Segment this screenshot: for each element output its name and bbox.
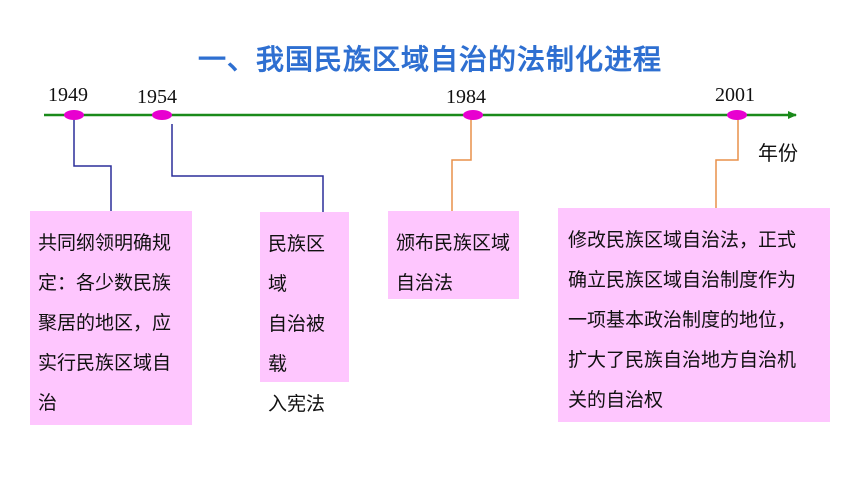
year-label-1984: 1984 bbox=[446, 86, 486, 108]
connector-1984 bbox=[451, 118, 472, 211]
marker-2001 bbox=[727, 110, 747, 120]
event-text-1949: 共同纲领明确规 定：各少数民族 聚居的地区，应 实行民族区域自 治 bbox=[38, 232, 172, 414]
year-label-1954: 1954 bbox=[137, 86, 177, 108]
event-text-1954: 民族区域 自治被载 入宪法 bbox=[268, 233, 326, 415]
event-text-1984: 颁布民族区域 自治法 bbox=[396, 232, 511, 294]
marker-1984 bbox=[463, 110, 483, 120]
marker-1954 bbox=[152, 110, 172, 120]
event-box-2001: 修改民族区域自治法，正式 确立民族区域自治制度作为 一项基本政治制度的地位， 扩… bbox=[558, 208, 830, 422]
connector-1954 bbox=[171, 124, 324, 212]
year-label-1949: 1949 bbox=[48, 84, 88, 106]
axis-label: 年份 bbox=[758, 141, 798, 165]
event-box-1954: 民族区域 自治被载 入宪法 bbox=[260, 212, 349, 415]
event-box-1984: 颁布民族区域 自治法 bbox=[388, 211, 519, 299]
event-text-2001: 修改民族区域自治法，正式 确立民族区域自治制度作为 一项基本政治制度的地位， 扩… bbox=[568, 229, 797, 411]
marker-1949 bbox=[64, 110, 84, 120]
page-title: 一、我国民族区域自治的法制化进程 bbox=[197, 43, 662, 76]
event-box-1949: 共同纲领明确规 定：各少数民族 聚居的地区，应 实行民族区域自 治 bbox=[30, 211, 192, 425]
year-label-2001: 2001 bbox=[715, 84, 755, 106]
connector-1949 bbox=[73, 118, 112, 211]
connector-2001 bbox=[715, 118, 739, 208]
